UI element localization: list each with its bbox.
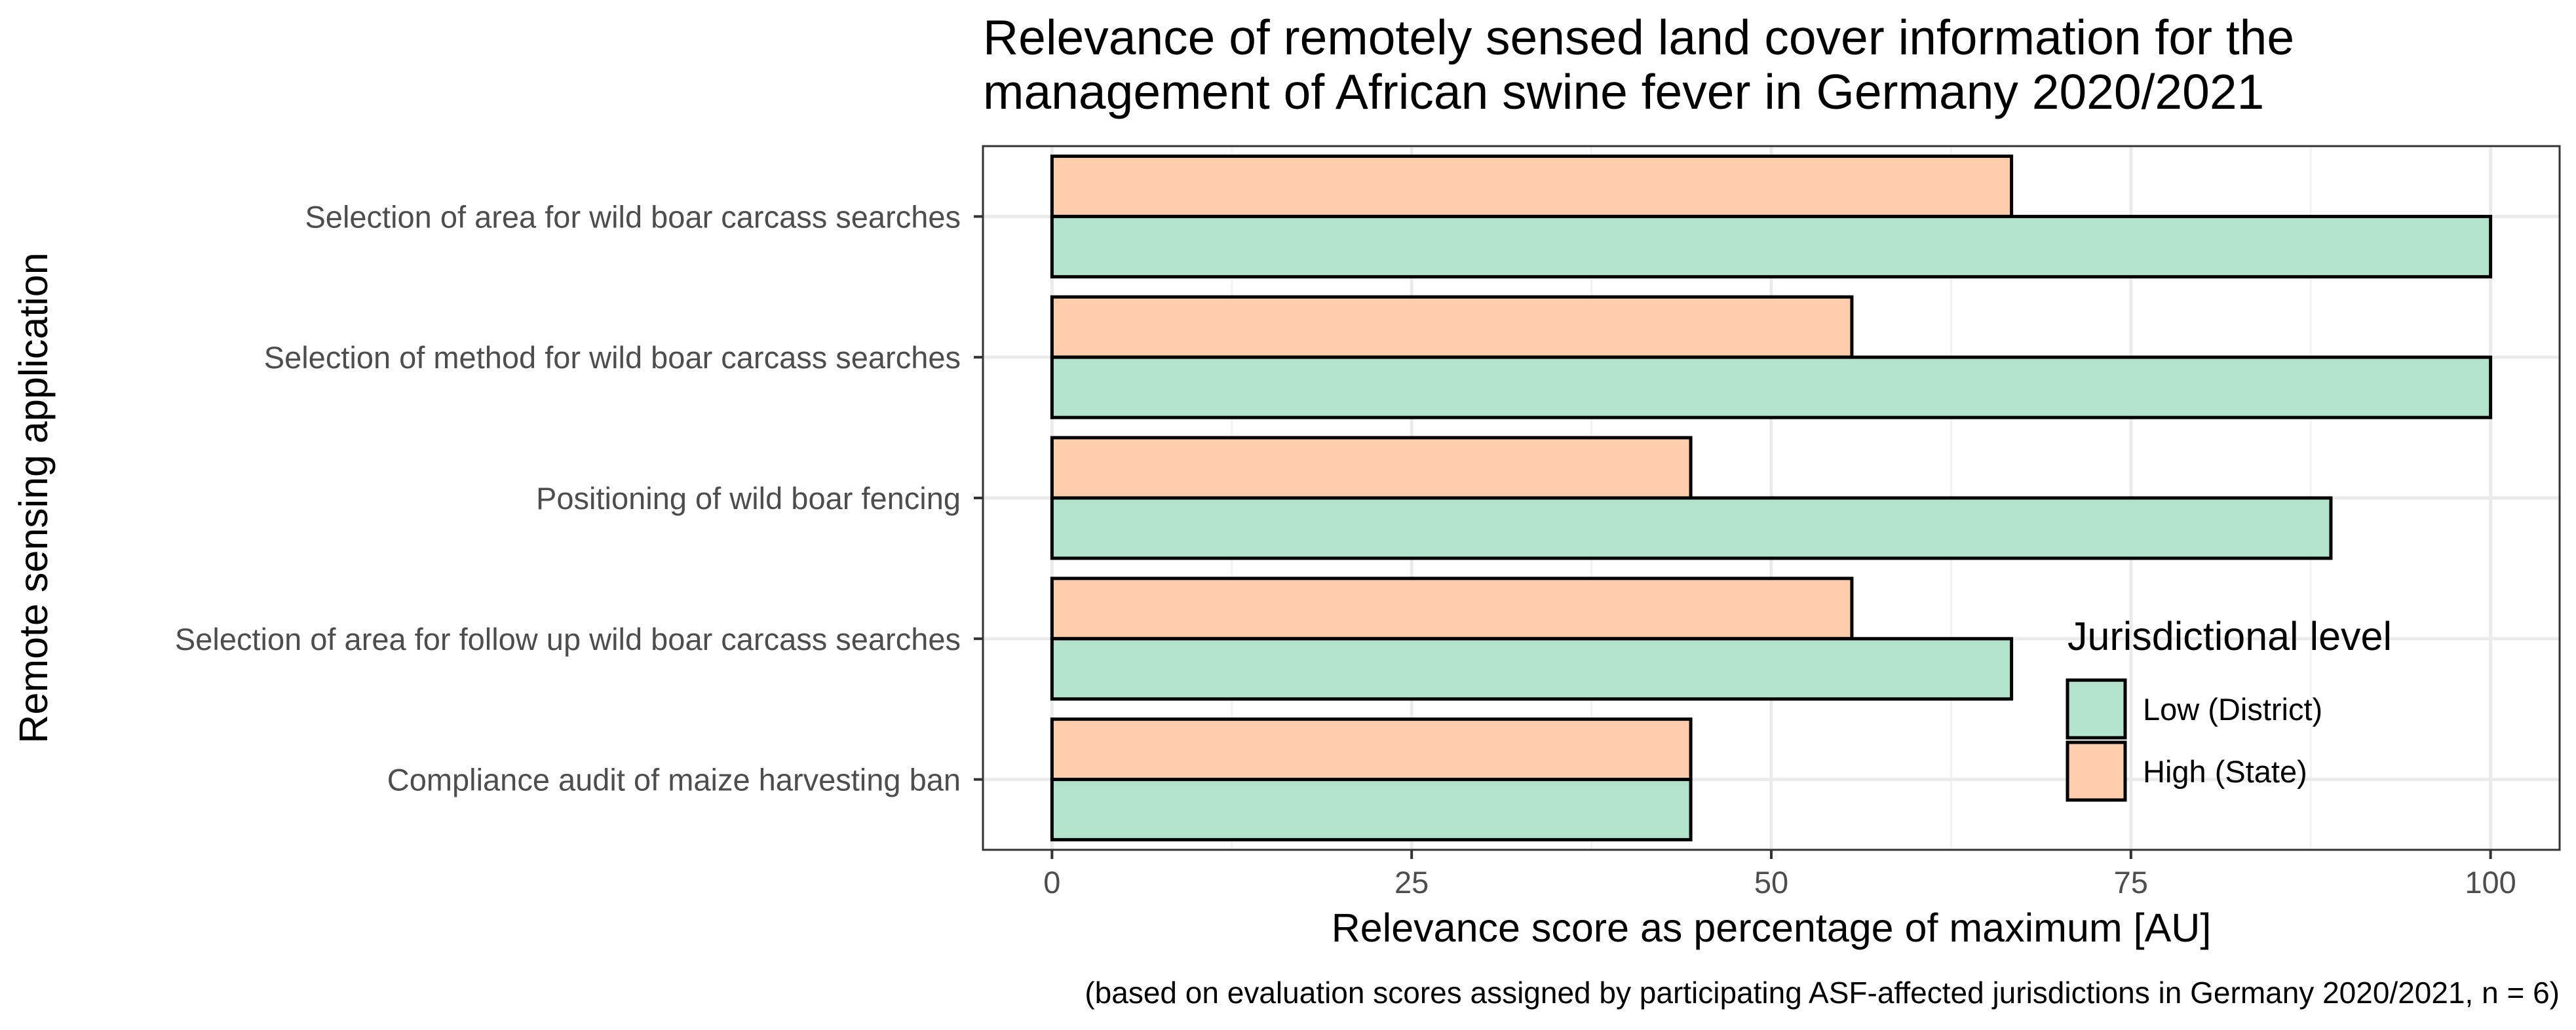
bar-low-district <box>1050 637 2014 701</box>
y-tick-label: Selection of area for follow up wild boa… <box>175 622 961 657</box>
chart-title-line: Relevance of remotely sensed land cover … <box>983 10 2294 65</box>
chart-title-line: management of African swine fever in Ger… <box>983 64 2264 119</box>
x-axis-title: Relevance score as percentage of maximum… <box>1332 906 2212 950</box>
bar-low-district <box>1050 496 2333 560</box>
bar-high-state <box>1050 577 1854 641</box>
bar-high-state <box>1050 295 1854 359</box>
bar-high-state <box>1050 717 1693 782</box>
legend-label: High (State) <box>2143 754 2307 789</box>
y-axis-title: Remote sensing application <box>11 252 56 743</box>
x-tick-label: 75 <box>2114 865 2148 900</box>
legend-label: Low (District) <box>2143 692 2322 727</box>
y-tick-label: Compliance audit of maize harvesting ban <box>387 763 961 797</box>
bar-low-district <box>1050 214 2493 278</box>
x-tick-label: 25 <box>1394 865 1429 900</box>
bar-high-state <box>1050 436 1693 500</box>
y-tick-label: Positioning of wild boar fencing <box>536 481 961 516</box>
bar-high-state <box>1050 154 2014 218</box>
x-tick-label: 100 <box>2465 865 2516 900</box>
legend-key <box>2066 678 2127 740</box>
y-tick-label: Selection of area for wild boar carcass … <box>305 199 961 234</box>
chart-caption: (based on evaluation scores assigned by … <box>1085 976 2560 1010</box>
x-tick-label: 0 <box>1043 865 1060 900</box>
x-tick-label: 50 <box>1754 865 1788 900</box>
legend-title: Jurisdictional level <box>2067 614 2392 658</box>
bar-low-district <box>1050 778 1693 842</box>
bar-low-district <box>1050 355 2493 419</box>
y-tick-label: Selection of method for wild boar carcas… <box>264 340 961 375</box>
legend-key <box>2066 740 2127 802</box>
